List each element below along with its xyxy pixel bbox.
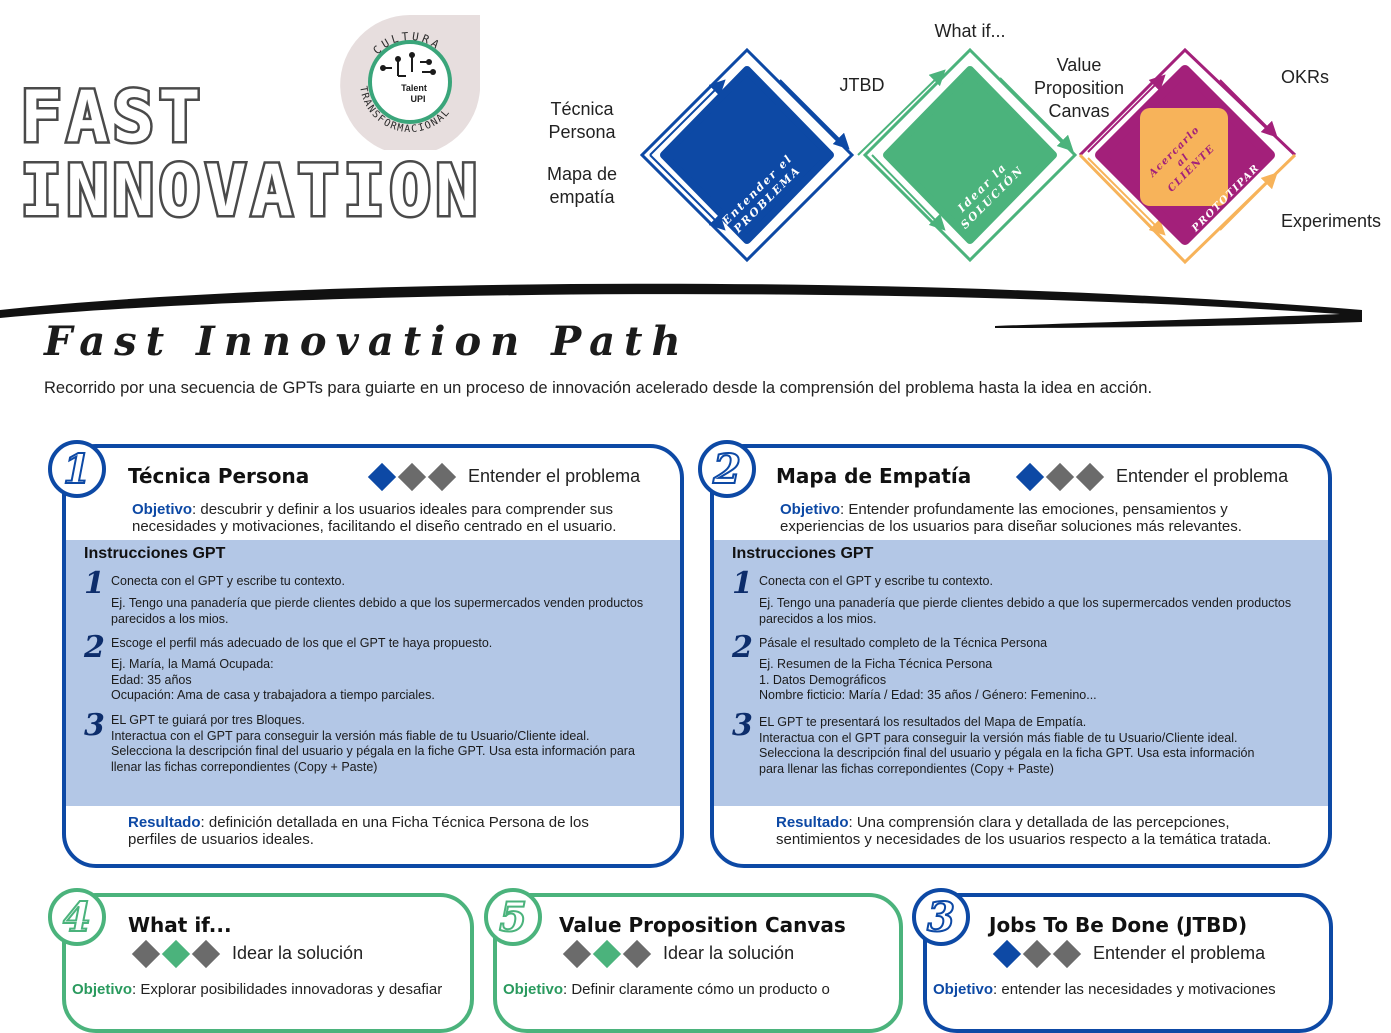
diamond-active-icon [161, 939, 191, 968]
card-title: What if... [128, 913, 232, 937]
step-number: 1 [84, 566, 105, 601]
diamond-icon [622, 939, 652, 968]
objective: Objetivo: descubrir y definir a los usua… [132, 501, 617, 535]
step-example: Ej. Tengo una panadería que pierde clien… [111, 596, 644, 626]
objective: Objetivo: entender las necesidades y mot… [933, 981, 1276, 998]
step-text: Conecta con el GPT y escribe tu contexto… [111, 574, 345, 588]
path-title: Fast Innovation Path [44, 318, 690, 365]
logo-brand-upi: UPI [410, 94, 425, 104]
diamond-icon [191, 939, 221, 968]
step-number: 3 [84, 708, 105, 743]
instructions-panel: Instrucciones GPT 1 Conecta con el GPT y… [714, 540, 1328, 806]
step-badge-1: 1 [48, 440, 106, 498]
diamond-icon [1052, 939, 1082, 968]
card-what-if: What if... Idear la solución Objetivo: E… [62, 893, 474, 1033]
step-example: Ej. María, la Mamá Ocupada: Edad: 35 año… [111, 657, 435, 702]
step-example: Ej. Resumen de la Ficha Técnica Persona … [759, 657, 1097, 702]
card-title: Jobs To Be Done (JTBD) [989, 913, 1248, 937]
step-example: Ej. Tengo una panadería que pierde clien… [759, 596, 1292, 626]
cultura-transformacional-logo: Talent UPI CULTURA TRANSFORMACIONAL [340, 10, 481, 155]
innovation-flow-diagram: Entender elPROBLEMA Idear laSOLUCIÓN Ace… [640, 47, 1297, 265]
stage-label: Idear la solución [663, 943, 795, 963]
step-badge-2: 2 [698, 440, 756, 498]
stage-label: Entender el problema [468, 466, 641, 486]
step-text: EL GPT te guiará por tres Bloques. Inter… [111, 713, 635, 774]
card-title: Técnica Persona [128, 464, 310, 488]
flow-label-experiments: Experiments [1280, 211, 1382, 231]
card-jtbd: Jobs To Be Done (JTBD) Entender el probl… [923, 893, 1333, 1033]
diamond-icon [562, 939, 592, 968]
flow-label-vpc: Value Proposition Canvas [1033, 55, 1125, 121]
flow-stage-idear: Idear laSOLUCIÓN [857, 47, 1078, 263]
stage-diamonds: Entender el problema [992, 939, 1266, 968]
diamond-icon [1045, 462, 1075, 491]
diamond-icon [131, 939, 161, 968]
flow-label-whatif: What if... [934, 21, 1006, 41]
objective: Objetivo: Entender profundamente las emo… [780, 501, 1242, 535]
step-badge-3: 3 [912, 888, 970, 946]
instructions-title: Instrucciones GPT [84, 545, 226, 562]
diamond-icon [427, 462, 457, 491]
diamond-icon [397, 462, 427, 491]
path-subtitle: Recorrido por una secuencia de GPTs para… [44, 379, 1153, 397]
card-mapa-empatia: Mapa de Empatía Entender el problema Obj… [710, 444, 1332, 868]
diamond-active-icon [367, 462, 397, 491]
stage-diamonds: Entender el problema [367, 462, 641, 491]
title-innovation: INNOVATION [17, 150, 482, 232]
flow-label-mapa: Mapa de empatía [546, 164, 618, 207]
objective: Objetivo: Explorar posibilidades innovad… [72, 981, 443, 998]
flow-label-okrs: OKRs [1280, 67, 1329, 87]
instructions-panel: Instrucciones GPT 1 Conecta con el GPT y… [66, 540, 680, 806]
step-text: Pásale el resultado completo de la Técni… [759, 636, 1048, 650]
card-title: Value Proposition Canvas [559, 913, 846, 937]
step-number: 1 [732, 566, 753, 601]
diamond-active-icon [592, 939, 622, 968]
stage-label: Entender el problema [1093, 943, 1266, 963]
stage-diamonds: Idear la solución [131, 939, 364, 968]
stage-diamonds: Entender el problema [1015, 462, 1289, 491]
card-value-proposition-canvas: Value Proposition Canvas Idear la soluci… [493, 893, 903, 1033]
flow-stage-entender: Entender elPROBLEMA [640, 47, 855, 263]
stage-label: Idear la solución [232, 943, 364, 963]
card-tecnica-persona: Técnica Persona Entender el problema Obj… [62, 444, 684, 868]
step-number: 3 [732, 708, 753, 743]
result: Resultado: Una comprensión clara y detal… [776, 814, 1272, 848]
instructions-title: Instrucciones GPT [732, 545, 874, 562]
diamond-icon [1022, 939, 1052, 968]
step-text: EL GPT te presentará los resultados del … [759, 715, 1255, 776]
card-title: Mapa de Empatía [776, 464, 972, 488]
flow-label-jtbd: JTBD [839, 75, 885, 95]
result: Resultado: definición detallada en una F… [128, 814, 589, 848]
logo-brand: Talent [401, 83, 427, 93]
title-fast: FAST [18, 76, 205, 158]
step-text: Escoge el perfil más adecuado de los que… [111, 636, 493, 650]
stage-label: Entender el problema [1116, 466, 1289, 486]
divider-swoosh [0, 283, 1362, 328]
diamond-active-icon [1015, 462, 1045, 491]
diamond-active-icon [992, 939, 1022, 968]
step-number: 2 [84, 630, 105, 665]
flow-stage-prototipar: AcercarloalCLIENTE PROTOTIPAR [1078, 47, 1297, 265]
stage-diamonds: Idear la solución [562, 939, 795, 968]
step-badge-4: 4 [48, 888, 106, 946]
step-badge-5: 5 [484, 888, 542, 946]
step-number: 2 [732, 630, 753, 665]
flow-label-tecnica: Técnica Persona [548, 99, 616, 142]
objective: Objetivo: Definir claramente cómo un pro… [503, 981, 830, 998]
step-text: Conecta con el GPT y escribe tu contexto… [759, 574, 993, 588]
diamond-icon [1075, 462, 1105, 491]
